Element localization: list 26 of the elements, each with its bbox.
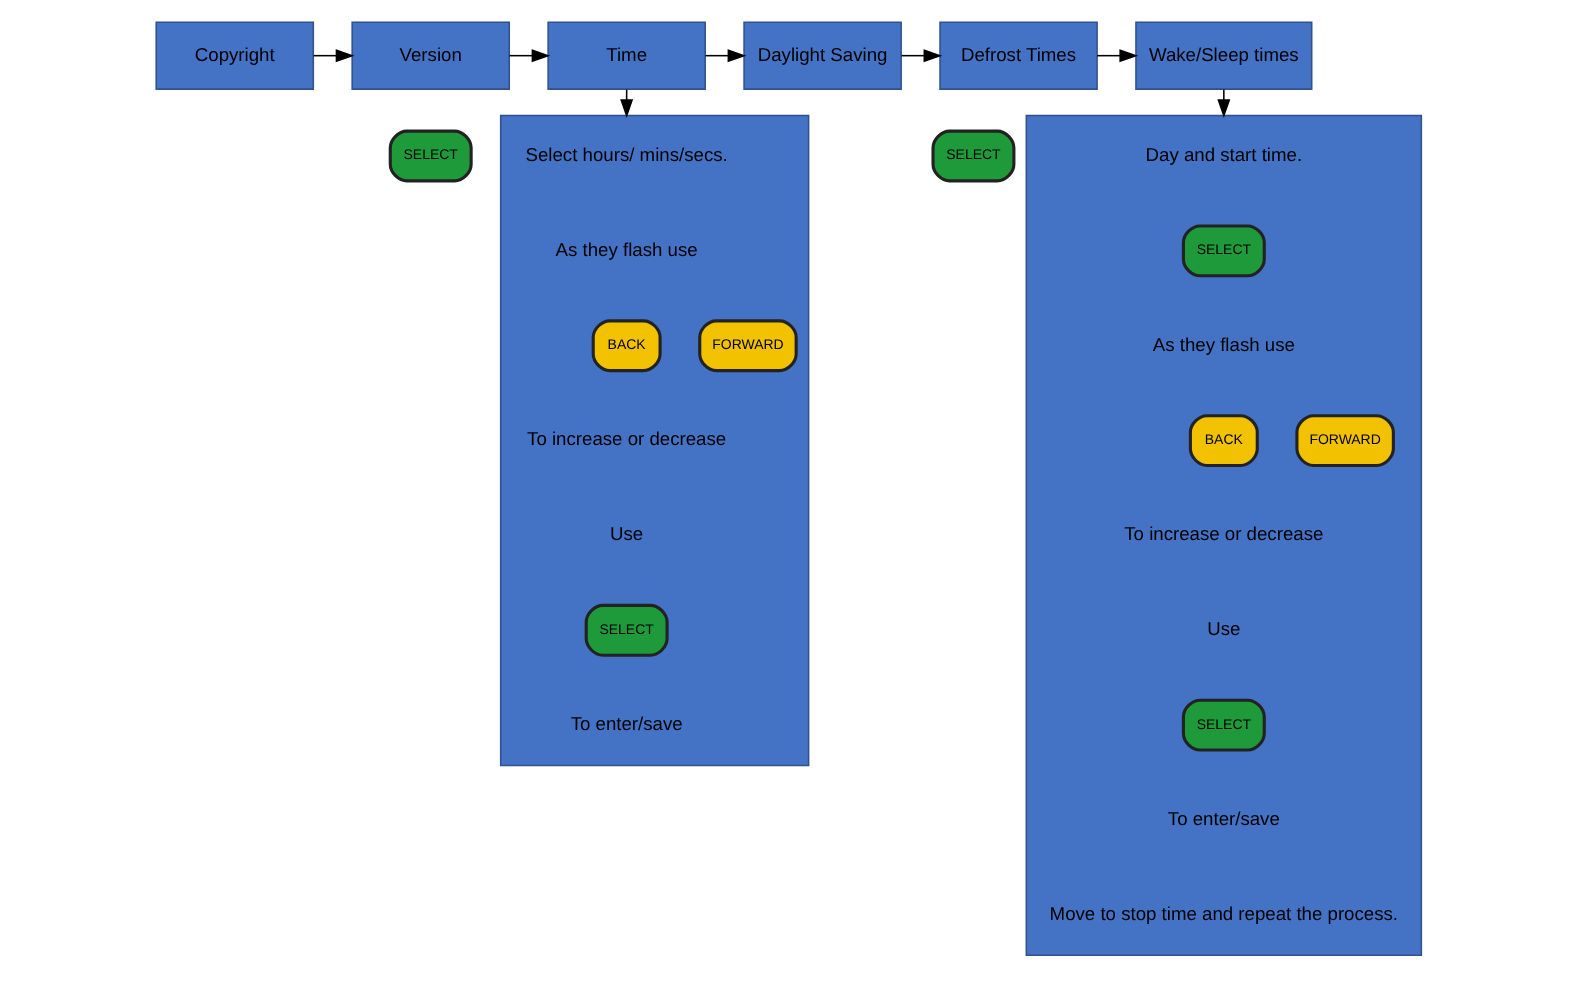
node-box: Time — [547, 21, 706, 90]
node-text: To increase or decrease — [1124, 524, 1324, 545]
node-text: To increase or decrease — [527, 429, 727, 450]
node-text: As they flash use — [555, 239, 698, 260]
arrow — [620, 88, 634, 118]
cluster — [499, 114, 810, 767]
node-text: Move to stop time and repeat the process. — [1049, 903, 1399, 924]
node-text: Day and start time. — [1145, 144, 1303, 165]
arrow — [312, 49, 355, 63]
node-text: To enter/save — [570, 713, 683, 734]
cluster — [1025, 114, 1423, 957]
node-text: Use — [610, 524, 644, 545]
node-box: Copyright — [155, 21, 315, 90]
arrow — [1217, 88, 1231, 118]
node-box: Defrost Times — [939, 21, 1098, 90]
node-text: To enter/save — [1167, 808, 1280, 829]
node-box: Daylight Saving — [743, 21, 902, 90]
arrow — [1096, 49, 1139, 63]
arrow — [900, 49, 943, 63]
arrow — [508, 49, 551, 63]
node-text: Use — [1207, 619, 1241, 640]
node-box: Wake/Sleep times — [1135, 21, 1313, 90]
arrow — [704, 49, 747, 63]
node-box: Version — [351, 21, 510, 90]
node-text: As they flash use — [1152, 334, 1295, 355]
node-text: Select hours/ mins/secs. — [525, 144, 728, 165]
